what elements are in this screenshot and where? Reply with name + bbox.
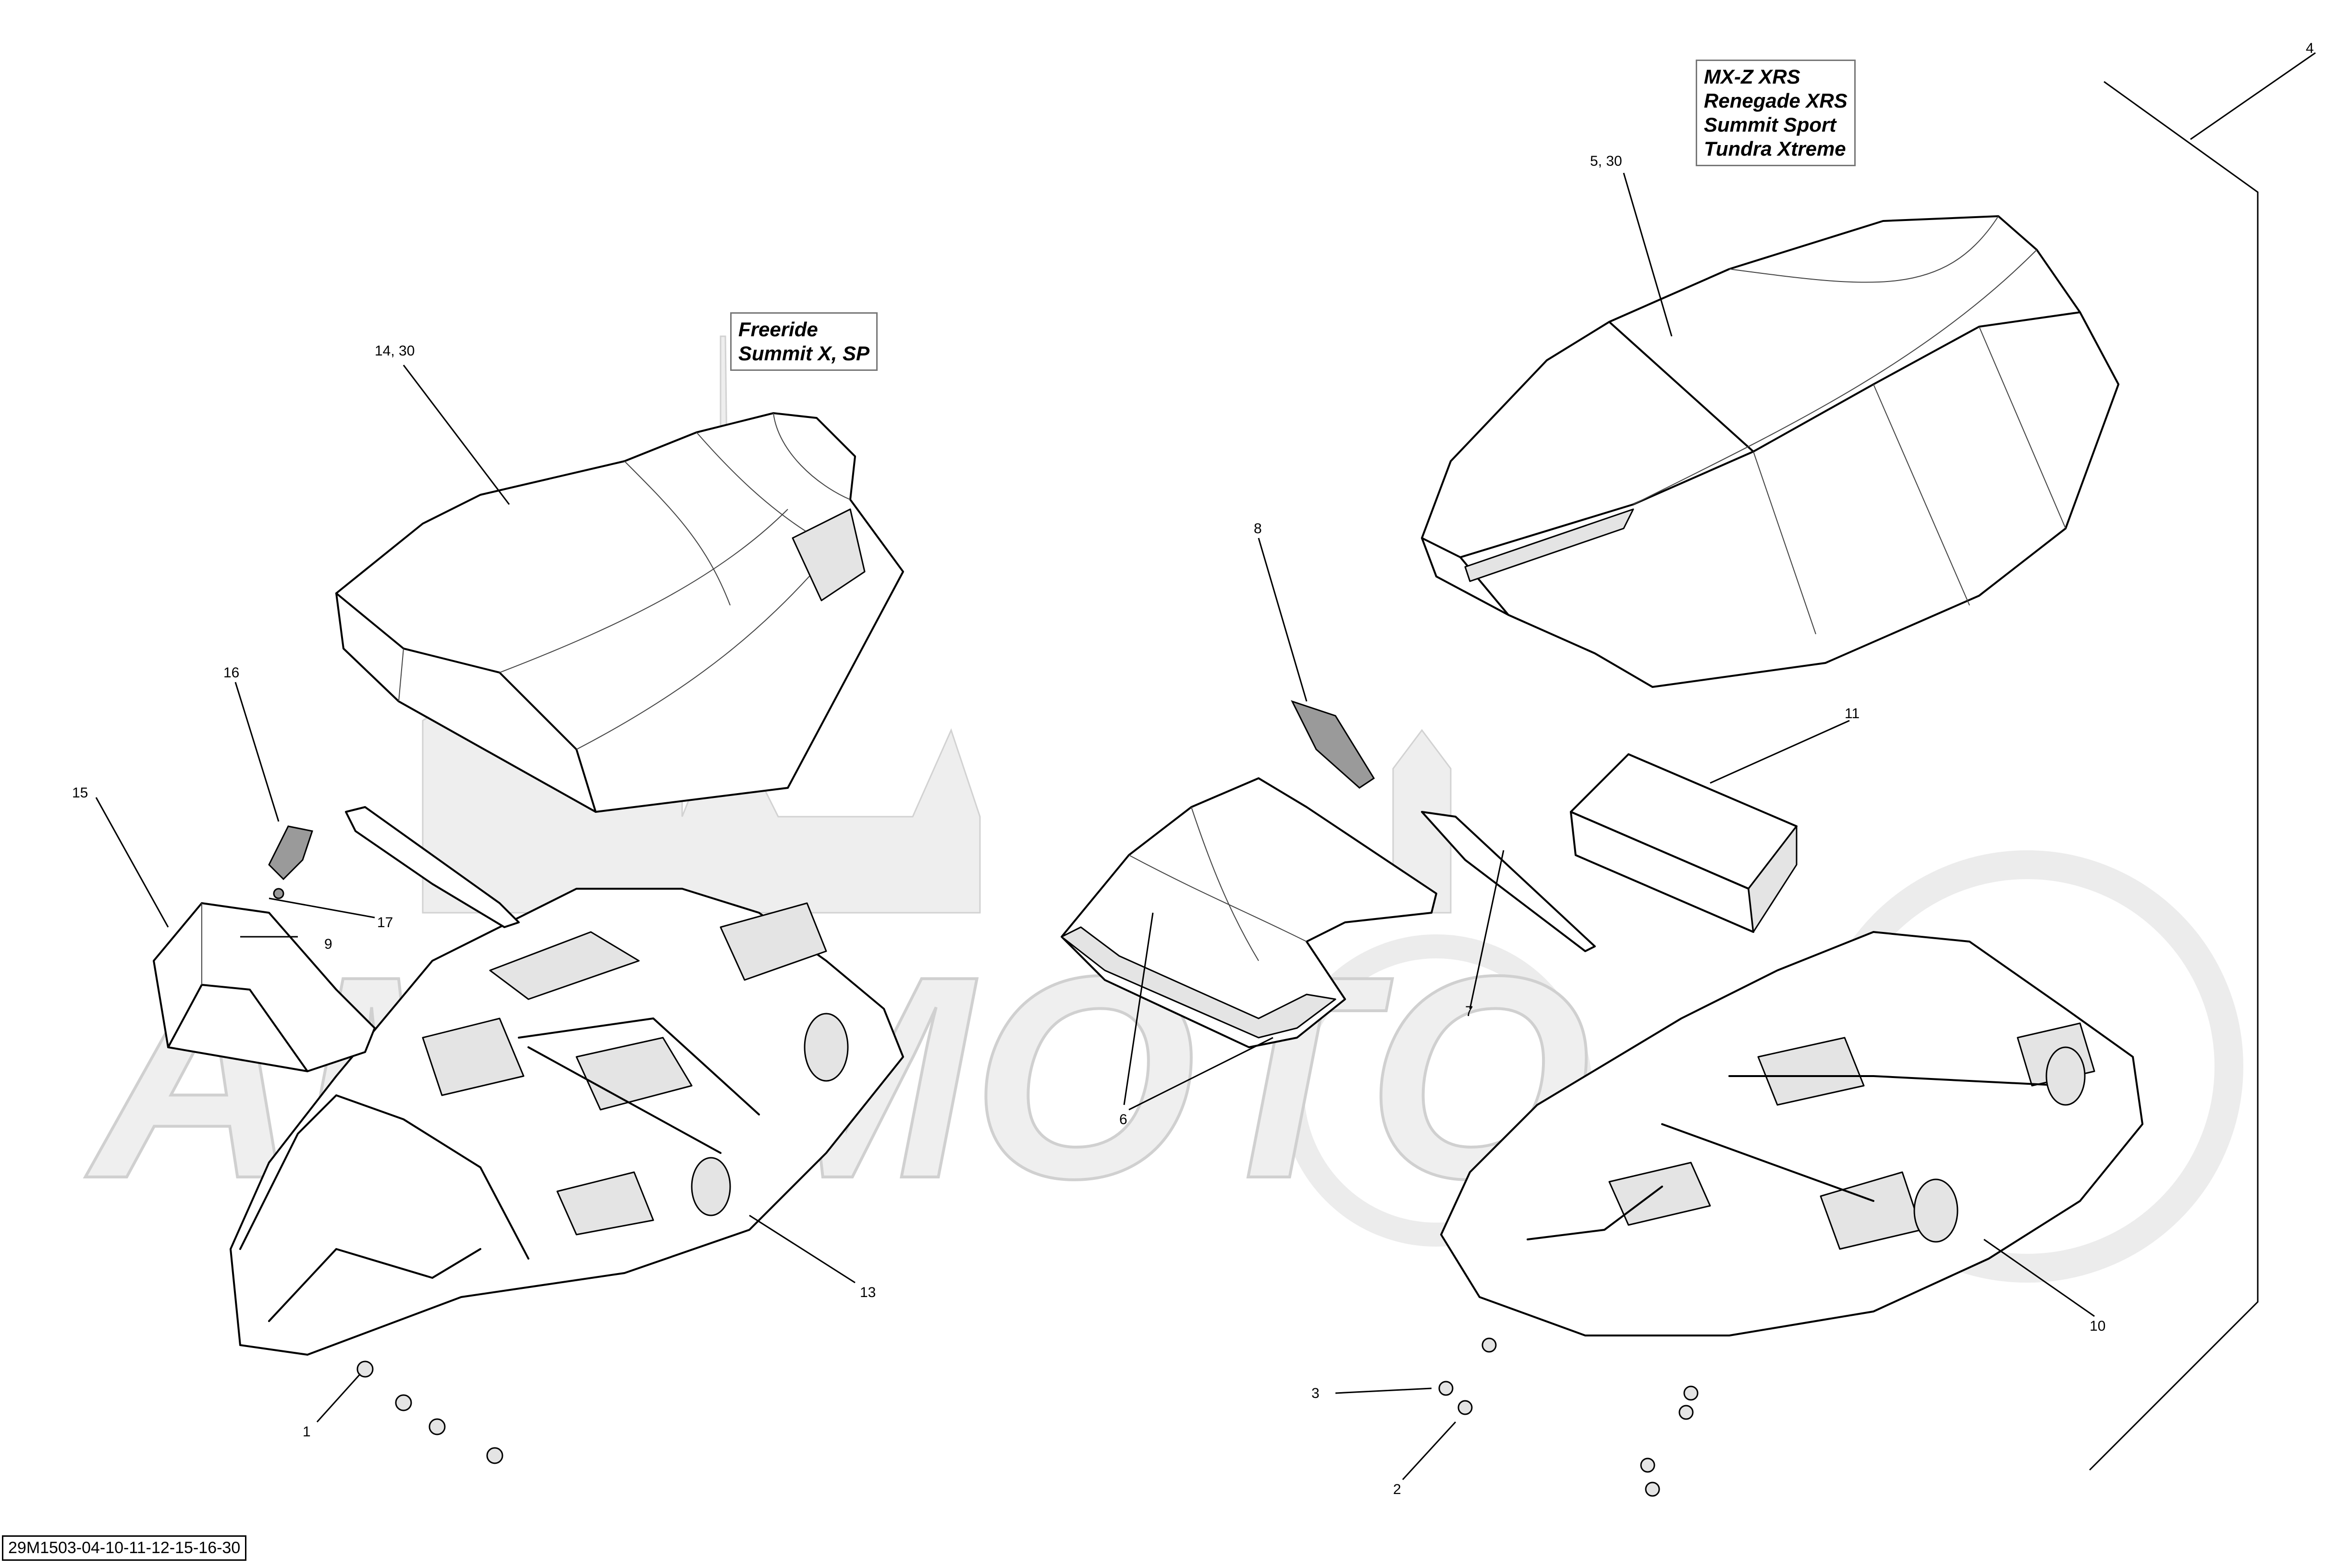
callout-7: 7 [1465,1004,1473,1019]
callout-4: 4 [2306,40,2314,56]
callout-10: 10 [2090,1318,2105,1334]
variant-note-line: MX-Z XRS [1704,65,1800,88]
group-bracket-4 [2089,52,2316,1471]
callout-8: 8 [1254,521,1262,537]
variant-note-line: Summit X, SP [738,342,870,365]
storage-box-part-15 [153,902,376,1072]
callout-16: 16 [223,665,239,681]
fasteners [273,888,1699,1497]
callout-2: 2 [1393,1482,1401,1497]
base-right [1440,931,2143,1336]
strap-part-8 [1291,700,1375,789]
callout-11: 11 [1845,706,1860,722]
callout-14-30: 14, 30 [375,343,415,359]
base-left [230,888,904,1356]
callout-1: 1 [303,1424,311,1440]
cover-part-6 [1061,777,1437,1048]
diagram-reference-code: 29M1503-04-10-11-12-15-16-30 [2,1535,247,1561]
bracket-part [345,806,520,928]
callout-5-30: 5, 30 [1590,153,1622,169]
callout-13: 13 [860,1285,876,1300]
callout-17: 17 [377,915,393,931]
variant-note-line: Tundra Xtreme [1704,137,1846,160]
latch-part-16 [268,825,313,881]
callout-15: 15 [72,785,88,801]
variant-note-line: Renegade XRS [1704,89,1848,112]
seat-freeride [335,412,904,813]
callout-labels: 1 2 3 4 5, 30 6 7 8 9 10 11 13 14, 30 15… [72,40,2314,1497]
variant-note-line: Freeride [738,318,818,341]
callout-9: 9 [324,936,332,952]
variant-note-line: Summit Sport [1704,113,1836,136]
callout-6: 6 [1119,1112,1127,1127]
strip-part-7 [1421,811,1596,952]
callout-3: 3 [1311,1385,1320,1401]
foam-block-part-11 [1570,753,1798,933]
seat-mx-z [1421,215,2119,688]
leader-lines [95,172,2095,1481]
